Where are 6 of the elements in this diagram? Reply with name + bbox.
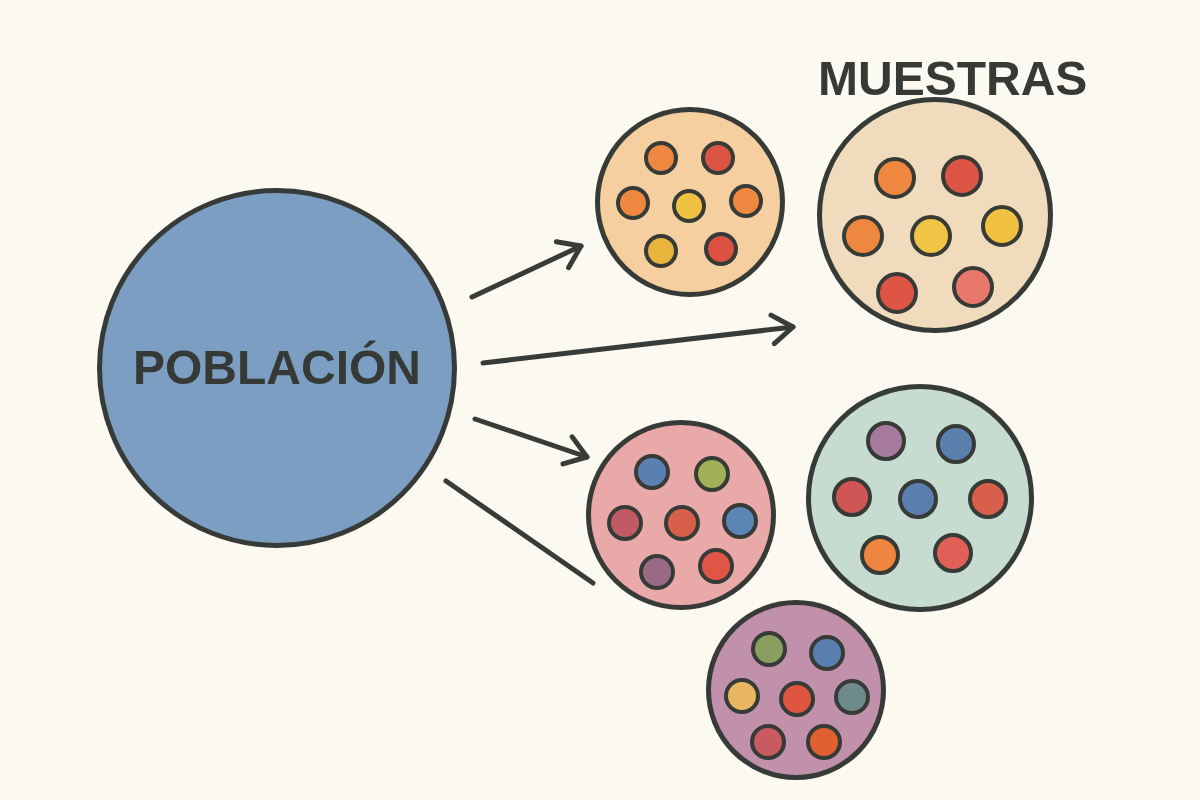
circle-label: POBLACIÓN bbox=[133, 341, 421, 395]
connector-line bbox=[443, 478, 596, 586]
arrow bbox=[472, 416, 590, 467]
heading: MUESTRAS bbox=[818, 55, 1088, 103]
arrow bbox=[480, 312, 796, 366]
arrow bbox=[469, 239, 584, 300]
